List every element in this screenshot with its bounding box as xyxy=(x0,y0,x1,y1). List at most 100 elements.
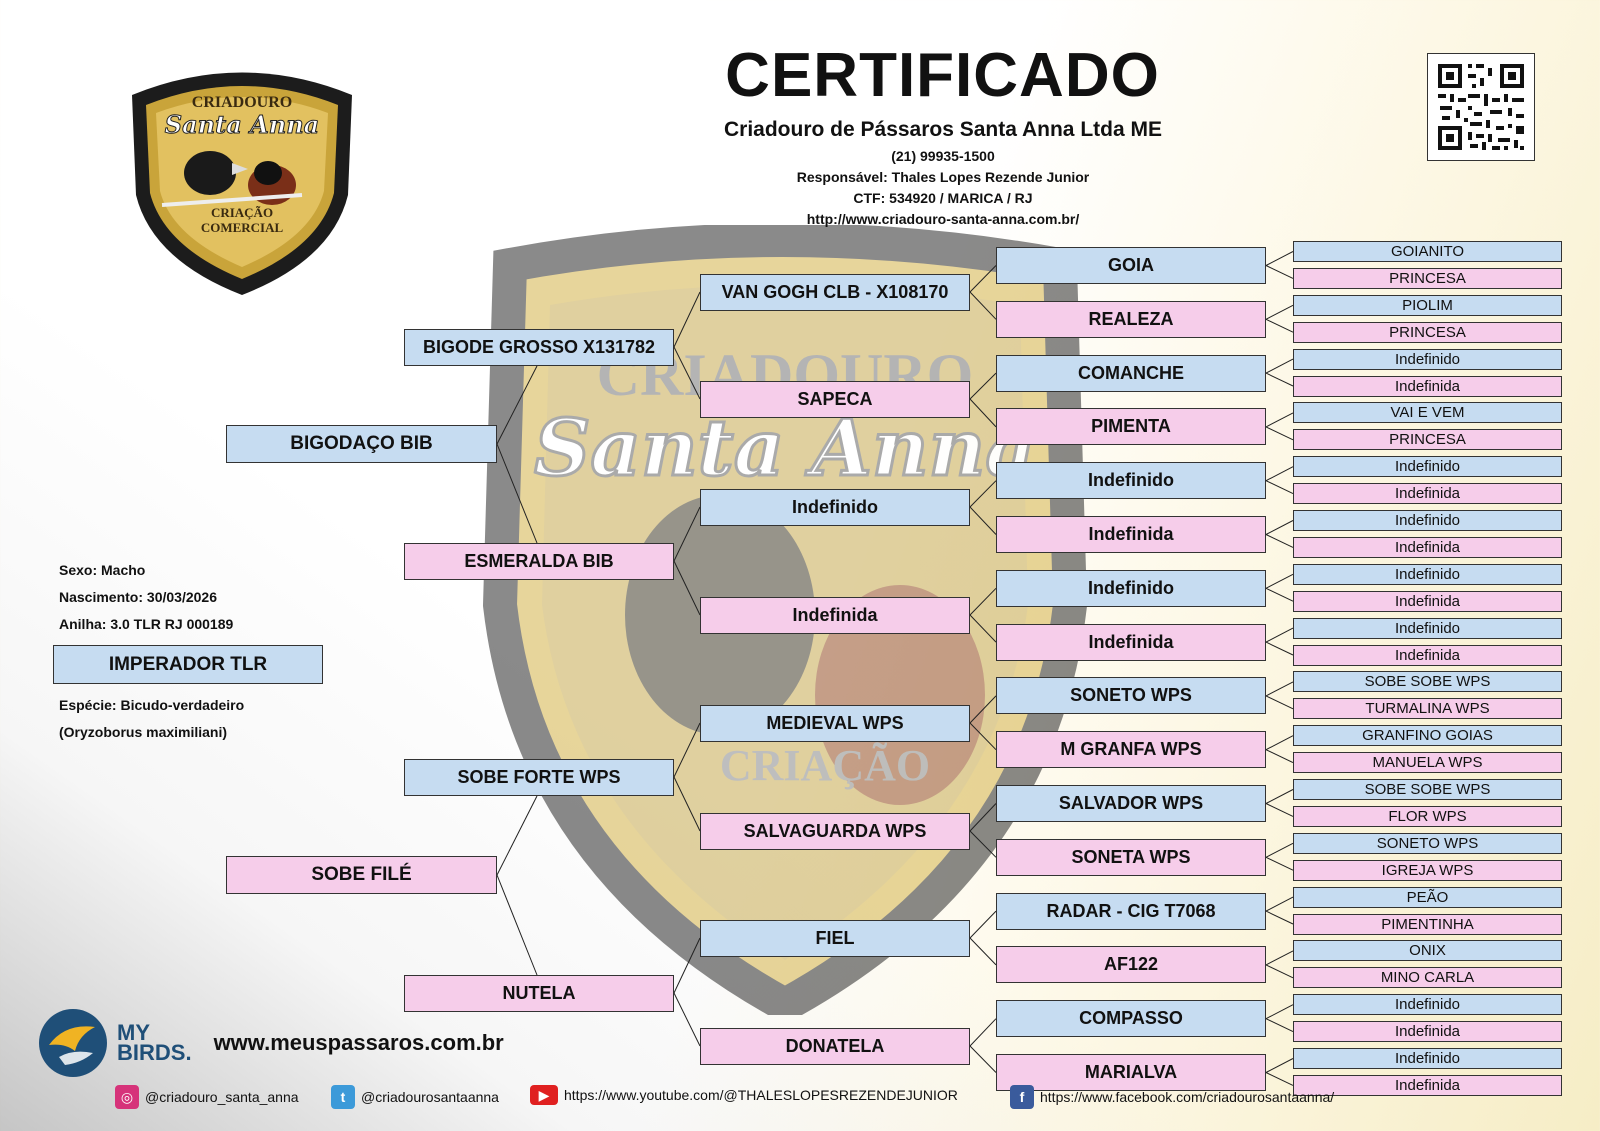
gen3-ancestor: MEDIEVAL WPS xyxy=(700,705,970,742)
gen5-name: PEÃO xyxy=(1406,888,1449,906)
company-name: Criadouro de Pássaros Santa Anna Ltda ME xyxy=(724,118,1162,141)
gen5-name: Indefinida xyxy=(1394,485,1461,503)
criadouro-logo: CRIADOURO Santa Anna CRIAÇÃO COMERCIAL xyxy=(132,72,352,295)
facebook-url: https://www.facebook.com/criadourosantaa… xyxy=(1040,1089,1335,1105)
certificate-title: CERTIFICADO xyxy=(725,41,1160,110)
gen5-name: PIOLIM xyxy=(1402,296,1453,314)
twitter-handle: @criadourosantaanna xyxy=(361,1089,499,1105)
gen5-ancestor: FLOR WPS xyxy=(1293,805,1562,827)
gen3-name: DONATELA xyxy=(785,1036,885,1056)
gen5-name: Indefinida xyxy=(1394,592,1461,610)
gen4-name: Indefinida xyxy=(1088,524,1174,544)
gen3-name: Indefinido xyxy=(792,497,878,517)
website-link[interactable]: http://www.criadouro-santa-anna.com.br/ xyxy=(806,211,1080,227)
mybirds-brand-bottom: BIRDS. xyxy=(117,1040,192,1065)
instagram-link[interactable]: ◎ @criadouro_santa_anna xyxy=(115,1085,299,1109)
gen4-ancestor: M GRANFA WPS xyxy=(996,731,1266,769)
gen5-name: PRINCESA xyxy=(1389,431,1466,449)
gen5-ancestor: PIOLIM xyxy=(1293,294,1562,316)
gen5-ancestor: Indefinido xyxy=(1293,994,1562,1016)
facebook-link[interactable]: f https://www.facebook.com/criadourosant… xyxy=(1010,1085,1334,1109)
gen5-ancestor: Indefinido xyxy=(1293,510,1562,531)
gen5-ancestor: Indefinido xyxy=(1293,617,1562,639)
gen5-ancestor: Indefinido xyxy=(1293,563,1562,585)
gen3-ancestor: DONATELA xyxy=(700,1028,970,1065)
youtube-link[interactable]: ▶ https://www.youtube.com/@THALESLOPESRE… xyxy=(530,1085,958,1105)
bird-species: Espécie: Bicudo-verdadeiro xyxy=(59,697,245,713)
gen5-ancestor: SOBE SOBE WPS xyxy=(1293,779,1562,800)
logo-line2: Santa Anna xyxy=(165,110,319,139)
gen4-ancestor: COMANCHE xyxy=(996,354,1266,392)
gen4-name: M GRANFA WPS xyxy=(1060,739,1202,760)
mybirds-site[interactable]: www.meuspassaros.com.br xyxy=(213,1030,504,1055)
sire-name: BIGODAÇO BIB xyxy=(290,433,433,454)
bird-name: IMPERADOR TLR xyxy=(108,653,268,675)
twitter-icon: t xyxy=(331,1085,355,1109)
gen4-name: Indefinido xyxy=(1088,470,1174,491)
gen5-ancestor: Indefinido xyxy=(1293,456,1562,478)
gen4-name: PIMENTA xyxy=(1091,416,1171,437)
gen4-ancestor: Indefinido xyxy=(996,462,1266,500)
gen3-ancestor: SAPECA xyxy=(700,381,970,418)
gen5-ancestor: PIMENTINHA xyxy=(1293,913,1562,935)
dam-name: SOBE FILÉ xyxy=(311,864,412,885)
gen3-ancestor: Indefinido xyxy=(700,489,970,526)
gen4-ancestor: RADAR - CIG T7068 xyxy=(996,892,1266,930)
gen2-name: NUTELA xyxy=(502,983,576,1003)
gen5-name: Indefinido xyxy=(1394,1050,1461,1067)
gen4-ancestor: Indefinido xyxy=(996,569,1266,607)
mybirds-logo: MY BIRDS. www.meuspassaros.com.br xyxy=(35,1005,504,1081)
gen5-name: Indefinida xyxy=(1394,1023,1461,1041)
gen4-name: COMPASSO xyxy=(1079,1008,1183,1029)
gen5-name: Indefinido xyxy=(1394,565,1461,583)
gen4-name: Indefinido xyxy=(1088,577,1174,598)
gen4-ancestor: SALVADOR WPS xyxy=(996,785,1266,822)
twitter-link[interactable]: t @criadourosantaanna xyxy=(331,1085,499,1109)
gen5-name: IGREJA WPS xyxy=(1381,861,1474,879)
maternal-granddam: NUTELA xyxy=(404,975,674,1012)
gen4-name: REALEZA xyxy=(1088,308,1174,329)
gen4-name: AF122 xyxy=(1103,954,1159,975)
gen4-name: MARIALVA xyxy=(1084,1062,1178,1082)
logo-line4: COMERCIAL xyxy=(201,220,284,235)
bird-species-latin: (Oryzoborus maximiliani) xyxy=(59,724,228,740)
gen5-name: Indefinida xyxy=(1394,1076,1461,1094)
gen4-name: GOIA xyxy=(1107,255,1154,275)
gen5-name: Indefinido xyxy=(1394,350,1461,368)
logo-line1: CRIADOURO xyxy=(192,94,292,111)
gen5-ancestor: PRINCESA xyxy=(1293,267,1562,289)
gen5-name: Indefinida xyxy=(1394,377,1461,395)
svg-text:CRIAÇÃO: CRIAÇÃO xyxy=(720,741,930,790)
gen4-name: COMANCHE xyxy=(1078,362,1184,383)
gen3-name: Indefinida xyxy=(792,605,878,625)
gen5-ancestor: GOIANITO xyxy=(1293,241,1562,262)
gen5-name: Indefinido xyxy=(1394,619,1461,637)
gen4-name: SONETO WPS xyxy=(1070,685,1192,706)
gen3-name: SAPECA xyxy=(797,389,873,409)
gen4-ancestor: Indefinida xyxy=(996,623,1266,661)
gen5-name: Indefinida xyxy=(1394,646,1461,664)
instagram-icon: ◎ xyxy=(115,1085,139,1109)
gen5-ancestor: GRANFINO GOIAS xyxy=(1293,725,1562,747)
svg-text:Santa Anna: Santa Anna xyxy=(534,403,1036,494)
gen5-ancestor: Indefinida xyxy=(1293,483,1562,505)
gen5-ancestor: PRINCESA xyxy=(1293,321,1562,343)
gen5-name: MANUELA WPS xyxy=(1372,754,1483,772)
gen5-name: TURMALINA WPS xyxy=(1365,700,1490,718)
bird-ring: Anilha: 3.0 TLR RJ 000189 xyxy=(59,616,234,632)
gen4-ancestor: COMPASSO xyxy=(996,1000,1266,1038)
bird-name-box: IMPERADOR TLR xyxy=(53,645,323,684)
gen5-name: Indefinido xyxy=(1394,512,1461,529)
gen3-name: MEDIEVAL WPS xyxy=(766,713,904,733)
gen5-ancestor: Indefinida xyxy=(1293,1021,1562,1043)
sire: BIGODAÇO BIB xyxy=(226,425,497,463)
gen5-name: GOIANITO xyxy=(1390,243,1465,260)
paternal-granddam: ESMERALDA BIB xyxy=(404,543,674,580)
gen4-name: Indefinida xyxy=(1088,631,1174,652)
qr-code xyxy=(1427,53,1535,161)
gen5-name: PRINCESA xyxy=(1389,323,1466,341)
gen3-name: SALVAGUARDA WPS xyxy=(743,821,927,841)
dam: SOBE FILÉ xyxy=(226,856,497,894)
ctf-number: CTF: 534920 / MARICA / RJ xyxy=(853,190,1033,206)
